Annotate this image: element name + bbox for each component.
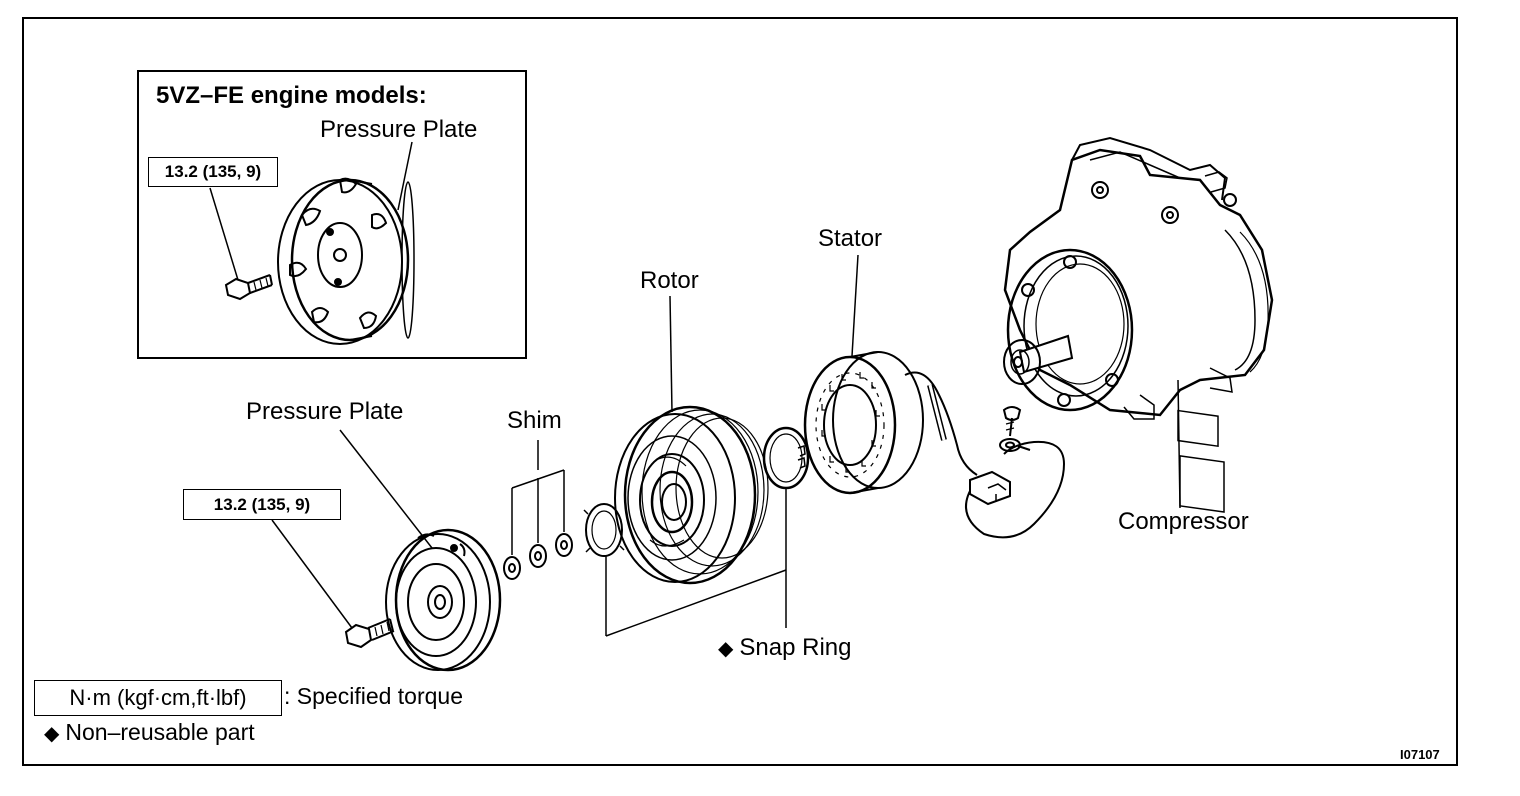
main-bolt [344, 618, 395, 649]
inset-pressure-plate-label: Pressure Plate [320, 116, 478, 143]
legend-diamond-icon: ◆ [44, 723, 60, 745]
inset-title: 5VZ–FE engine models: [156, 82, 427, 109]
rotor [614, 405, 769, 585]
legend-nonreusable: ◆Non–reusable part [44, 719, 255, 745]
stator-leader [851, 254, 859, 357]
main-pressure-plate-label: Pressure Plate [246, 398, 404, 425]
shim-leader [511, 440, 565, 555]
snap-ring-label: Snap Ring [739, 634, 852, 661]
shim-stack [503, 533, 573, 580]
stator [803, 351, 924, 495]
shim-label: Shim [507, 407, 562, 434]
outer-snap-ring [762, 426, 810, 490]
main-plate-leader [339, 429, 433, 549]
main-torque-leader [271, 519, 353, 629]
legend-torque-desc: : Specified torque [284, 683, 464, 709]
stator-wire [904, 371, 1066, 539]
compressor-leader [1177, 379, 1181, 509]
figure-frame [22, 17, 1458, 766]
inset-torque-leader [209, 187, 239, 281]
inner-snap-ring [583, 503, 625, 557]
inset-pressure-plate [277, 177, 415, 345]
rotor-label: Rotor [640, 267, 699, 294]
legend-torque-unit-box: N·m (kgf·cm,ft·lbf) [34, 680, 282, 716]
non-reusable-diamond-icon: ◆ [718, 638, 734, 660]
legend-nonreusable-desc: Non–reusable part [65, 719, 255, 745]
inset-box-5vz-fe [137, 70, 527, 359]
inset-plate-leader [397, 141, 413, 211]
snap-ring-callout: ◆Snap Ring [718, 636, 851, 660]
compressor-label: Compressor [1118, 508, 1249, 535]
main-torque-box: 13.2 (135, 9) [183, 489, 341, 520]
ground-screw [999, 406, 1031, 452]
rotor-leader [669, 295, 673, 413]
stator-label: Stator [818, 225, 883, 252]
snap-ring-leader [605, 488, 787, 637]
figure-id: I07107 [1400, 747, 1440, 762]
main-pressure-plate [385, 528, 502, 672]
compressor [1003, 136, 1274, 513]
inset-bolt [224, 274, 273, 301]
inset-torque-box: 13.2 (135, 9) [148, 157, 278, 187]
